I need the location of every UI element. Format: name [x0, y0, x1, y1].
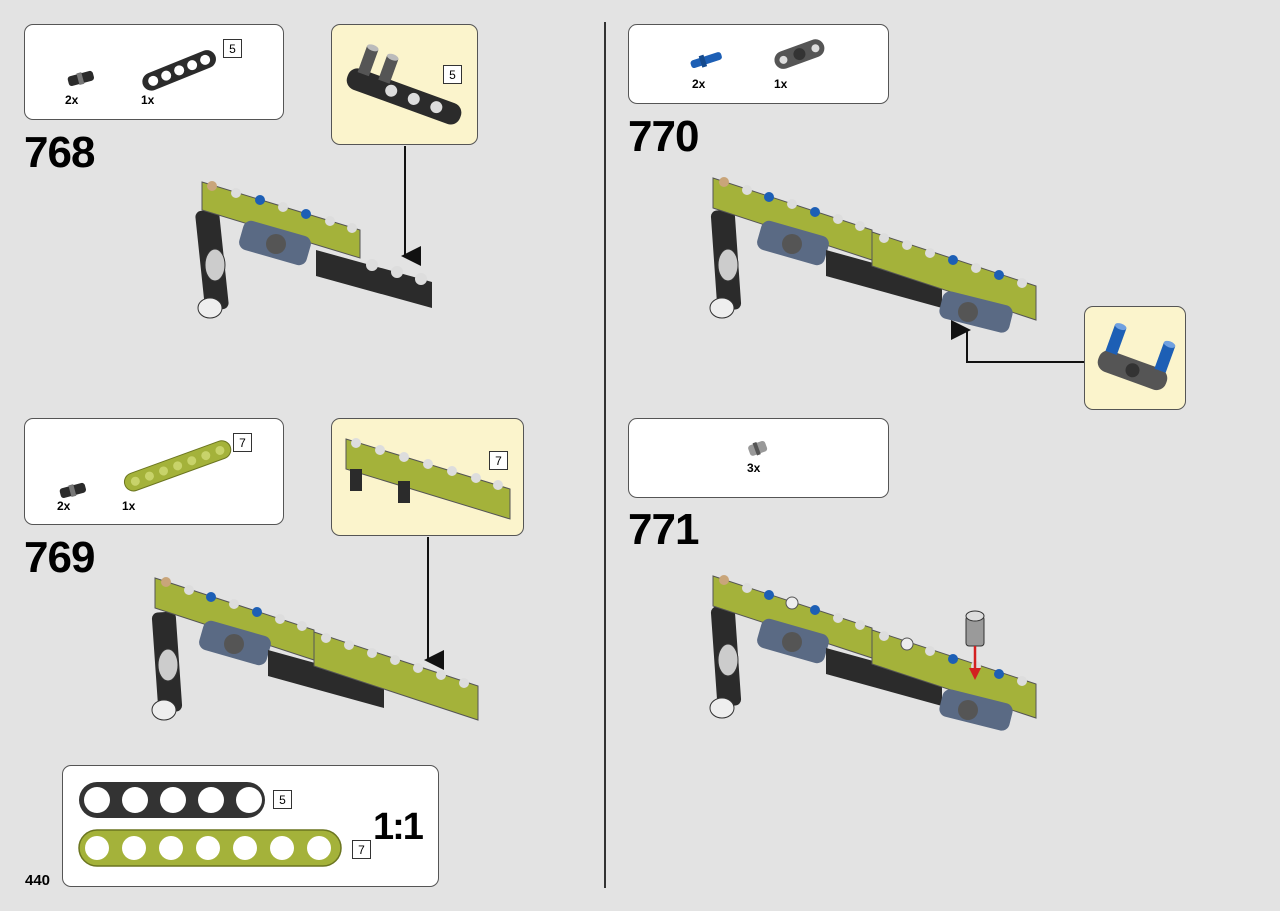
beam-5-scale-icon: [79, 782, 265, 818]
lime-beam-7-icon: [123, 440, 232, 492]
page-divider: [604, 22, 606, 888]
beam-length-badge: 7: [233, 433, 252, 452]
page-number: 440: [25, 872, 51, 889]
part-qty: 1x: [141, 93, 155, 107]
step-number: 768: [24, 128, 95, 177]
black-beam-5-icon: [142, 50, 216, 91]
scale-reference-box: 5 7 1:1: [62, 765, 439, 887]
callout-768: 5: [331, 24, 478, 145]
parts-list-768: 2x 1x 5: [24, 24, 284, 120]
step-number: 770: [628, 112, 699, 161]
beam-with-pins-illustration: [346, 44, 462, 125]
part-qty: 2x: [692, 77, 706, 91]
gray-connector-icon: [774, 39, 825, 69]
pin-with-friction-icon: [59, 482, 87, 498]
lime-beam-with-pins-illustration: [345, 438, 511, 520]
beam-length-badge: 5: [443, 65, 462, 84]
callout-769: 7: [331, 418, 524, 536]
blue-axle-pin-icon: [690, 52, 722, 69]
beam-length-badge: 5: [223, 39, 242, 58]
part-qty: 1x: [122, 499, 136, 513]
parts-list-769: 2x 1x 7: [24, 418, 284, 525]
scale-ratio: 1:1: [373, 806, 424, 848]
callout-770: [1084, 306, 1186, 410]
gray-pin-icon: [748, 440, 768, 456]
connector-with-blue-pins-illustration: [1097, 323, 1176, 391]
beam-length-badge: 7: [352, 840, 371, 859]
beam-length-badge: 7: [489, 451, 508, 470]
beam-length-badge: 5: [273, 790, 292, 809]
beam-7-scale-icon: [78, 829, 342, 867]
parts-list-770: 2x 1x: [628, 24, 889, 104]
part-qty: 2x: [65, 93, 79, 107]
parts-list-771: 3x: [628, 418, 889, 498]
step-number: 769: [24, 533, 95, 582]
part-qty: 3x: [747, 461, 761, 475]
pin-with-friction-icon: [67, 70, 95, 86]
part-qty: 2x: [57, 499, 71, 513]
step-number: 771: [628, 505, 699, 554]
part-qty: 1x: [774, 77, 788, 91]
